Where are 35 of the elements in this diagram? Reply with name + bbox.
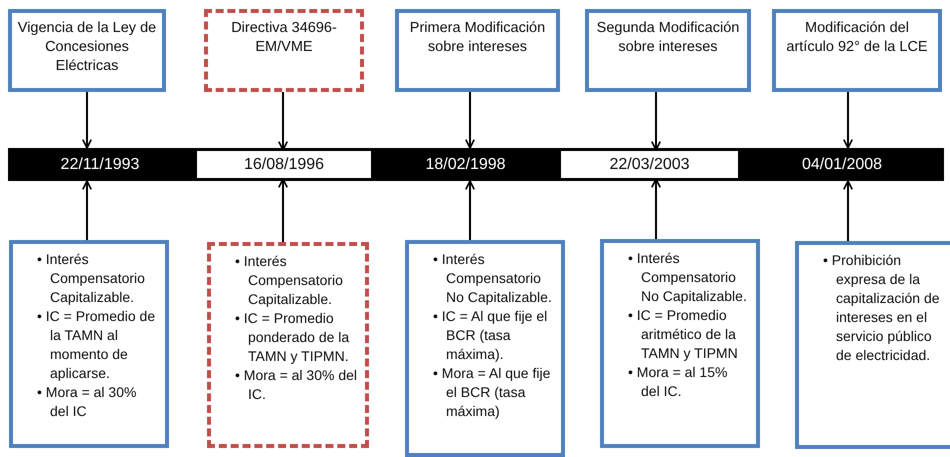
arrow: [278, 178, 288, 242]
arrow: [465, 180, 475, 240]
bullet-point: • IC = Promedio de la TAMN al momento de aplicarse.: [37, 307, 156, 383]
bullet-point: • Prohibición expresa de la capitalización de intereses en el servicio público de electricidad.: [823, 251, 941, 365]
event-box: Segunda Modificación sobre intereses: [585, 9, 751, 92]
arrow: [82, 180, 92, 240]
bullet-point: • Interés Compensatorio No Capitalizable.: [433, 250, 553, 307]
bullet-point: • Mora = al 30% del IC.: [235, 366, 358, 404]
arrow: [843, 92, 853, 149]
bullet-point: • IC = Promedio ponderado de la TAMN y TIPMN.: [235, 309, 350, 366]
bullet-point: • Mora = al 15% del IC.: [628, 363, 728, 401]
bullet-point: • IC = Promedio aritmético de la TAMN y TIPMN: [628, 306, 739, 363]
note-box: [207, 242, 369, 448]
event-box: Vigencia de la Ley de Concesiones Eléctricas: [8, 9, 166, 92]
note-box: [405, 240, 565, 457]
arrow: [843, 180, 853, 241]
date-bar: 22/03/2003: [560, 150, 739, 179]
event-box: Directiva 34696-EM/VME: [204, 9, 364, 92]
bullet-point: • IC = Al que fije el BCR (tasa máxima).: [433, 307, 548, 364]
bullet-point: • Interés Compensatorio No Capitalizable.: [628, 249, 748, 306]
bullet-point: • Interés Compensatorio Capitalizable.: [37, 250, 146, 307]
date-bar: 16/08/1996: [196, 150, 372, 179]
arrow: [82, 92, 92, 149]
arrow: [465, 92, 475, 149]
note-box: [795, 241, 950, 449]
arrow: [651, 92, 661, 151]
event-box: Modificación del artículo 92° de la LCE: [772, 9, 942, 92]
arrow: [278, 92, 288, 151]
bullet-point: • Mora = Al que fije el BCR (tasa máxima): [433, 364, 552, 421]
arrow: [651, 178, 661, 239]
note-box: [9, 240, 169, 448]
bullet-point: • Mora = al 30% del IC: [37, 383, 138, 421]
bullet-point: • Interés Compensatorio Capitalizable.: [235, 252, 344, 309]
event-box: Primera Modificación sobre intereses: [395, 9, 560, 92]
note-box: [600, 239, 760, 448]
